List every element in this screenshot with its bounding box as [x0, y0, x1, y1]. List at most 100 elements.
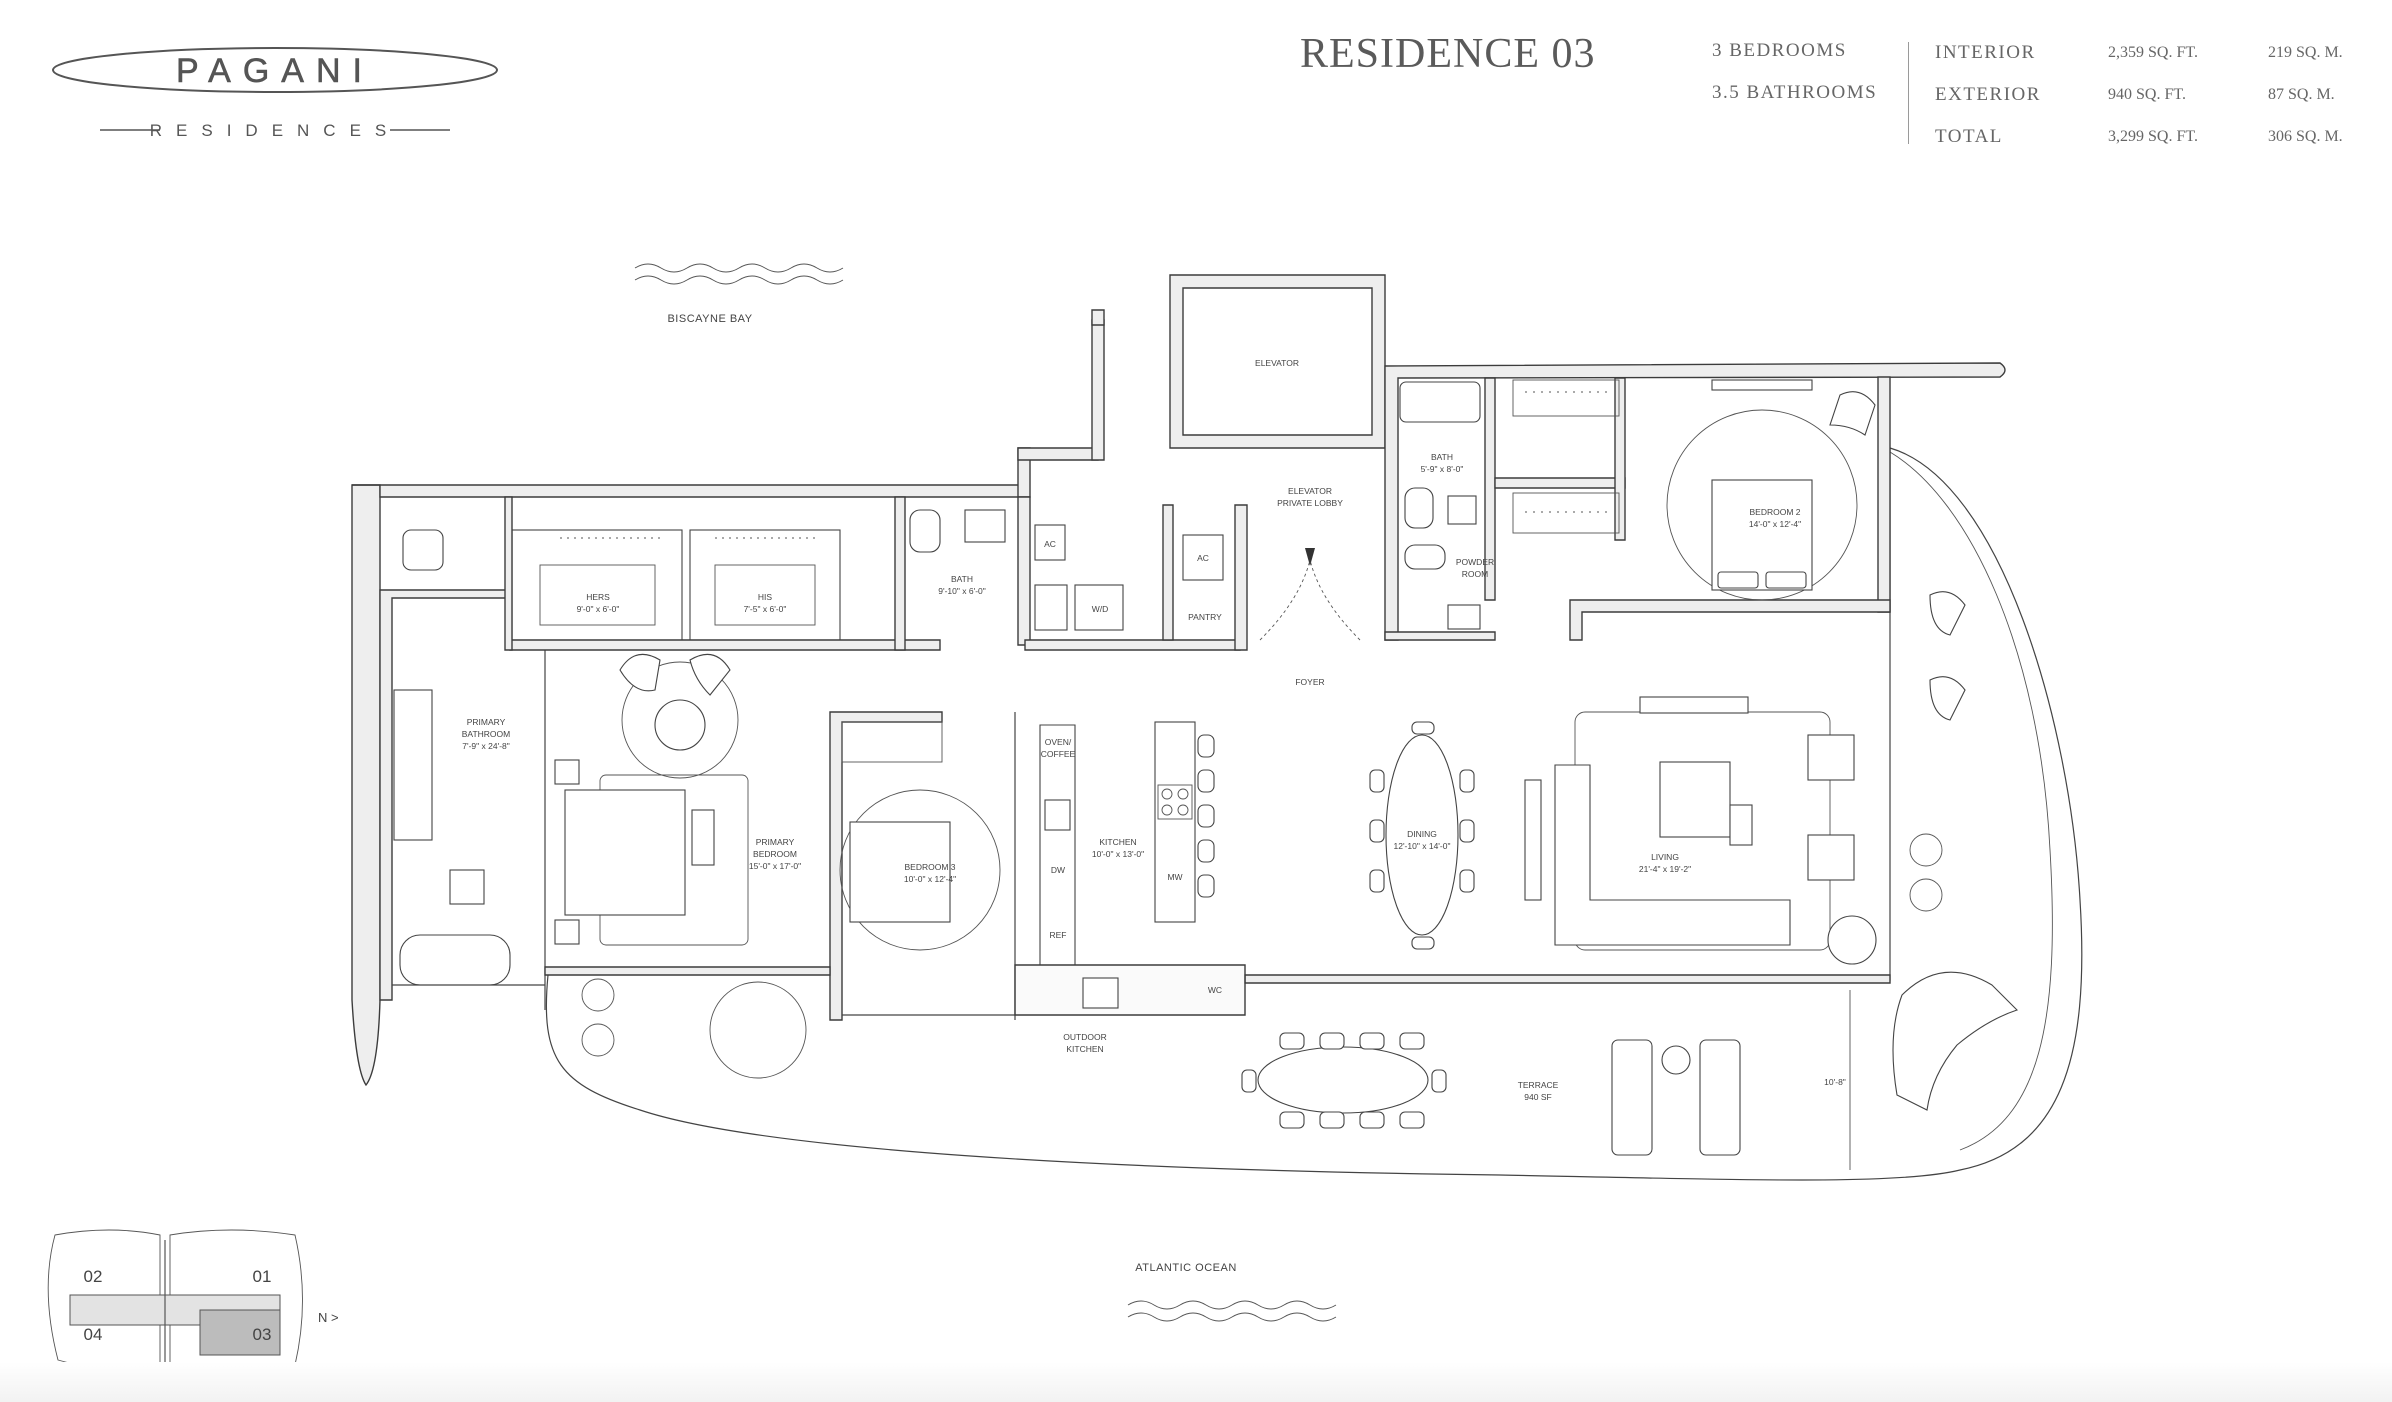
keyplan-unit-04: 04 [84, 1325, 103, 1344]
bedroom2-pillow-1 [1717, 571, 1759, 589]
primary-bath-label-2: BATHROOM [462, 729, 510, 739]
bath3-west-wall [894, 496, 906, 651]
terrace-chairs [1929, 591, 1966, 721]
bedroom2-south-wall [1569, 599, 1891, 641]
toilet-bath3 [909, 509, 941, 553]
terrace-sectional [1892, 971, 2019, 1111]
ac2-label: AC [1197, 553, 1209, 563]
bedroom2-north-wall [1384, 362, 2006, 641]
wd-label: W/D [1092, 604, 1109, 614]
lobby-wall-step [1017, 447, 1099, 461]
keyplan-unit-01: 01 [253, 1267, 272, 1286]
bar-stools [1197, 734, 1215, 898]
bottom-fade [0, 1362, 2392, 1402]
ocean-water-icon [1127, 1300, 1337, 1322]
bedroom3-label: BEDROOM 3 [904, 862, 955, 872]
living-sofa [1554, 764, 1791, 946]
north-exterior-wall [352, 484, 1021, 498]
bath2-dim: 5'-9" x 8'-0" [1421, 464, 1464, 474]
outdoor-kitchen-label-2: KITCHEN [1066, 1044, 1103, 1054]
primary-vanity [393, 689, 433, 841]
living-dim: 21'-4" x 19'-2" [1639, 864, 1691, 874]
primary-bed-dim: 15'-0" x 17'-0" [749, 861, 801, 871]
bath2-label: BATH [1431, 452, 1453, 462]
primary-nightstand-2 [554, 919, 580, 945]
kitchen-counter [1039, 724, 1076, 966]
bath3-label: BATH [951, 574, 973, 584]
area-sqft-interior: 2,359 SQ. FT. [2108, 44, 2198, 61]
oven-label-1: OVEN/ [1045, 737, 1072, 747]
primary-armchair-1 [619, 653, 661, 692]
bath3-dim: 9'-10" x 6'-0" [938, 586, 986, 596]
laundry-south-wall [1024, 639, 1241, 651]
hers-label: HERS [586, 592, 610, 602]
residence-title: RESIDENCE 03 [1300, 31, 1596, 77]
bath3-east-wall [1017, 496, 1031, 646]
cooktop-icon [1157, 784, 1193, 820]
closet-wall [1494, 477, 1626, 489]
area-sqft-total: 3,299 SQ. FT. [2108, 128, 2198, 145]
closet-hers [511, 529, 683, 646]
pantry-label: PANTRY [1188, 612, 1222, 622]
area-sqm-interior: 219 SQ. M. [2268, 44, 2343, 61]
bedroom2-pillow-2 [1765, 571, 1807, 589]
toilet-primary [402, 529, 444, 571]
foyer-door-swing [1259, 559, 1361, 641]
lobby-label-1: ELEVATOR [1288, 486, 1332, 496]
bathroom-count: 3.5 BATHROOMS [1712, 82, 1878, 103]
lobby-label-2: PRIVATE LOBBY [1277, 498, 1343, 508]
bedroom2-chair [1829, 391, 1876, 436]
primary-bed-label-2: BEDROOM [753, 849, 797, 859]
toilet-bath2 [1404, 487, 1434, 529]
ocean-label: ATLANTIC OCEAN [1135, 1262, 1237, 1274]
ac-unit-1 [1034, 524, 1066, 561]
living-plant [1827, 915, 1877, 965]
terrace-plants [581, 833, 1943, 1057]
wc-label: WC [1208, 985, 1222, 995]
area-sqm-exterior: 87 SQ. M. [2268, 86, 2335, 103]
header-divider [1908, 42, 1909, 144]
area-sqft-exterior: 940 SQ. FT. [2108, 86, 2186, 103]
dining-table [1385, 734, 1459, 936]
west-exterior-wall [351, 484, 381, 1087]
terrace-round-table [709, 981, 807, 1079]
key-plan [47, 1229, 303, 1371]
sink-bath2 [1447, 495, 1477, 525]
ref-label: REF [1050, 930, 1067, 940]
living-armchair-1 [1807, 734, 1855, 781]
dining-chairs [1369, 721, 1475, 950]
primary-bath-label-1: PRIMARY [467, 717, 506, 727]
area-label-exterior: EXTERIOR [1935, 84, 2041, 105]
bathtub [1399, 381, 1481, 423]
toilet-powder [1404, 544, 1446, 570]
primary-seating-rug [621, 661, 739, 779]
outdoor-grill [1082, 977, 1119, 1009]
primary-bath-dim: 7'-9" x 24'-8" [462, 741, 510, 751]
living-label: LIVING [1651, 852, 1679, 862]
bath2-divider [1484, 377, 1496, 601]
closet-west-wall [504, 496, 513, 651]
hers-dim: 9'-0" x 6'-0" [577, 604, 620, 614]
primary-shower-drain-icon [449, 869, 485, 905]
powder-label-1: POWDER [1456, 557, 1494, 567]
bay-label: BISCAYNE BAY [667, 313, 752, 325]
area-sqm-total: 306 SQ. M. [2268, 128, 2343, 145]
bedroom2-tv [1711, 379, 1813, 391]
area-label-total: TOTAL [1935, 126, 2003, 147]
north-indicator: N > [318, 1310, 339, 1325]
dw-label: DW [1051, 865, 1065, 875]
sun-lounger-1 [1611, 1039, 1653, 1156]
closet-his [689, 529, 841, 646]
bedroom2-dim: 14'-0" x 12'-4" [1749, 519, 1801, 529]
closet-south-wall [509, 639, 941, 651]
lobby-arrow-icon [1305, 548, 1315, 566]
living-tv-console [1639, 696, 1749, 714]
bedroom3-bed [849, 821, 951, 923]
primary-bed-label-1: PRIMARY [756, 837, 795, 847]
sink-bath3 [964, 509, 1006, 543]
outdoor-kitchen-label-1: OUTDOOR [1063, 1032, 1106, 1042]
foyer-label: FOYER [1295, 677, 1324, 687]
keyplan-unit-03: 03 [253, 1325, 272, 1344]
dining-label: DINING [1407, 829, 1437, 839]
